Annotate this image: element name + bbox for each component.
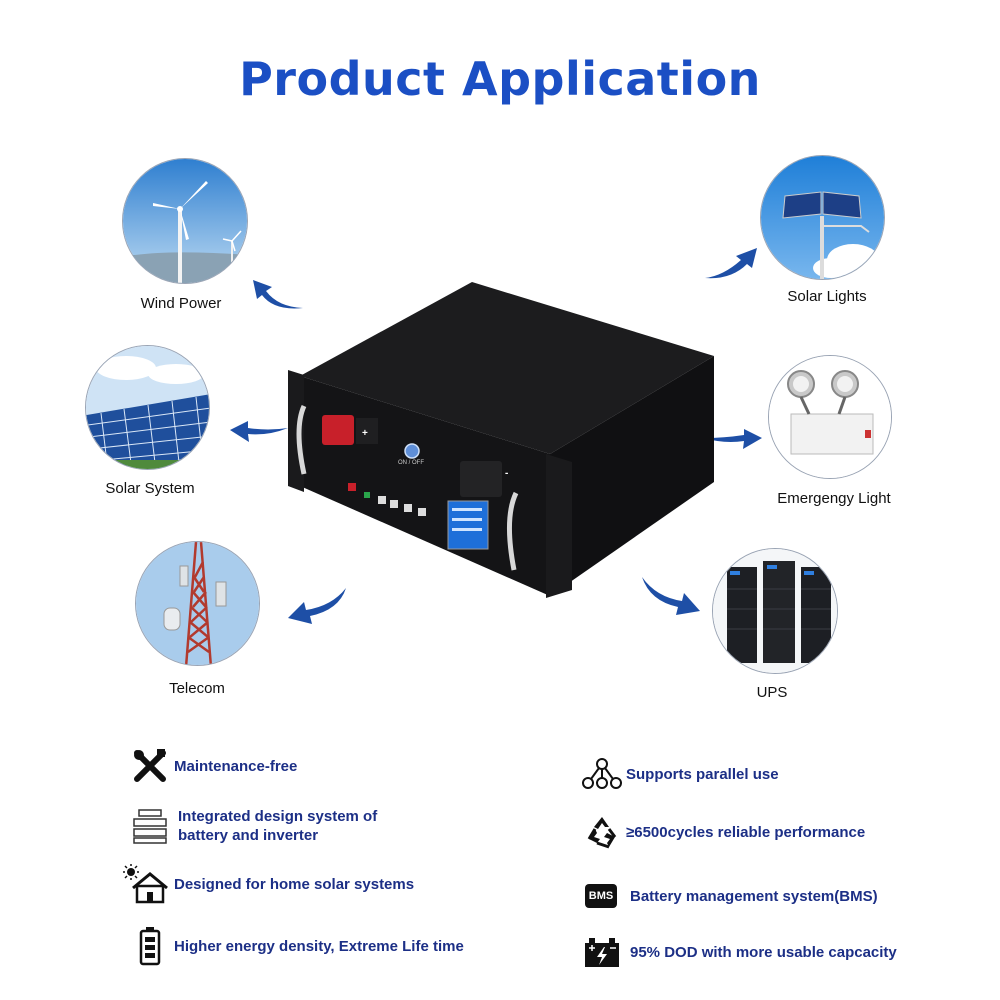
car-battery-icon xyxy=(582,932,622,972)
feature-dod: 95% DOD with more usable capcacity xyxy=(582,932,897,972)
telecom-label: Telecom xyxy=(169,680,225,697)
wind-power-label: Wind Power xyxy=(140,295,222,312)
solar-system-label: Solar System xyxy=(105,480,195,497)
battery-positive-mark: + xyxy=(362,428,368,439)
battery-icon xyxy=(130,926,170,966)
feature-text-line2: battery and inverter xyxy=(178,827,319,844)
arrow-to-solar-system xyxy=(230,421,288,442)
bms-badge: BMS xyxy=(584,884,618,908)
feature-text: Maintenance-free xyxy=(174,757,298,775)
page-title: Product Application xyxy=(239,52,761,106)
ups-image xyxy=(712,548,838,674)
feature-energy-density: Higher energy density, Extreme Life time xyxy=(130,926,464,966)
battery-switch-label: ON / OFF xyxy=(398,460,424,466)
feature-bms: BMS Battery management system(BMS) xyxy=(582,876,878,916)
feature-text: Battery management system(BMS) xyxy=(630,887,878,905)
feature-parallel-use: Supports parallel use xyxy=(582,754,779,794)
feature-text: ≥6500cycles reliable performance xyxy=(626,823,866,841)
feature-text: Integrated design system of battery and … xyxy=(178,807,377,845)
feature-text: Designed for home solar systems xyxy=(174,875,415,893)
emergency-light-image xyxy=(768,355,892,479)
feature-integrated-design: Integrated design system of battery and … xyxy=(130,806,377,846)
feature-cycles: ≥6500cycles reliable performance xyxy=(582,812,865,852)
feature-home-solar: Designed for home solar systems xyxy=(122,864,414,904)
arrow-to-solar-lights xyxy=(705,248,757,279)
arrow-to-emergency-light xyxy=(704,429,762,449)
arrow-to-telecom xyxy=(288,588,346,624)
solar-house-icon xyxy=(122,864,170,904)
arrow-to-ups xyxy=(642,577,700,615)
parallel-nodes-icon xyxy=(582,754,622,794)
tools-icon xyxy=(130,746,170,786)
solar-system-image xyxy=(85,345,210,470)
layers-icon xyxy=(130,806,170,846)
feature-text: 95% DOD with more usable capcacity xyxy=(630,943,897,961)
wind-power-image xyxy=(122,158,248,284)
recycle-icon xyxy=(582,812,622,852)
battery-negative-mark: - xyxy=(505,468,509,479)
feature-text: Higher energy density, Extreme Life time xyxy=(174,937,464,955)
feature-text-line1: Integrated design system of xyxy=(178,808,378,825)
telecom-image xyxy=(135,541,260,666)
ups-label: UPS xyxy=(756,684,788,701)
feature-text: Supports parallel use xyxy=(626,765,779,783)
arrow-to-wind-power xyxy=(253,280,303,309)
solar-lights-label: Solar Lights xyxy=(787,288,867,305)
solar-lights-image xyxy=(760,155,885,280)
emergency-light-label: Emergengy Light xyxy=(777,490,891,507)
bms-icon: BMS xyxy=(582,876,620,916)
feature-maintenance-free: Maintenance-free xyxy=(130,746,297,786)
battery-rack-image xyxy=(288,282,714,598)
